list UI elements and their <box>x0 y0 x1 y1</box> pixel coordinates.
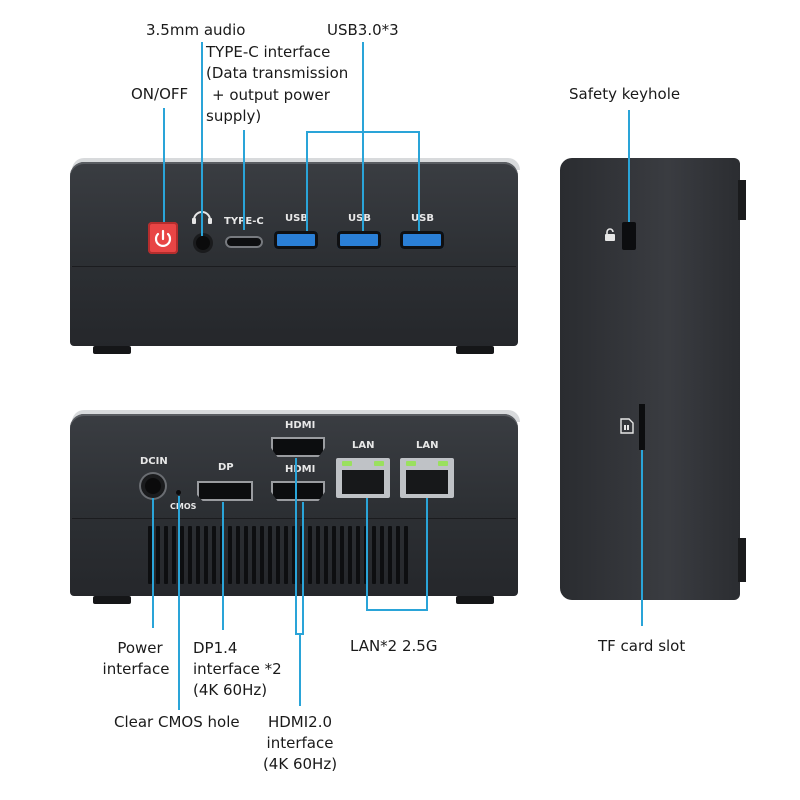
hdmi-label-line1: HDMI2.0 <box>267 713 333 731</box>
callout-line-typec <box>243 130 245 230</box>
lan-port-2[interactable] <box>400 458 454 498</box>
safety-keyhole[interactable] <box>622 222 636 250</box>
lan-port-label-2: LAN <box>416 440 439 451</box>
callout-line-usb-1 <box>306 131 308 231</box>
callout-line-hdmi-stem <box>299 634 301 706</box>
onoff-label: ON/OFF <box>131 85 189 103</box>
usb-port-label-3: USB <box>411 213 434 224</box>
audio-jack[interactable] <box>196 236 210 250</box>
hdmi-port-top[interactable] <box>271 437 325 457</box>
hdmi-port-label-top: HDMI <box>285 420 316 431</box>
callout-line-usb-2 <box>362 131 364 231</box>
callout-line-keyhole <box>628 110 630 222</box>
lan-port-label-1: LAN <box>352 440 375 451</box>
tf-card-slot[interactable] <box>639 404 645 450</box>
usb30-label: USB3.0*3 <box>327 21 399 39</box>
usb-port-1[interactable] <box>274 231 318 249</box>
callout-line-tf <box>641 450 643 626</box>
hdmi-port-label-bottom: HDMI <box>285 464 316 475</box>
callout-line-lan-2 <box>426 498 428 610</box>
typec-label-line4: supply) <box>206 107 262 125</box>
side-chassis-rail-bottom <box>738 538 746 582</box>
rear-vent <box>148 526 408 584</box>
dp-label-line3: (4K 60Hz) <box>193 681 268 699</box>
side-chassis-rail-top <box>738 180 746 220</box>
audio-label: 3.5mm audio <box>146 21 246 39</box>
rear-chassis-seam <box>72 518 516 519</box>
cmos-label: CMOS <box>170 502 197 511</box>
callout-line-usb-3 <box>418 131 420 231</box>
callout-line-usb-trunk <box>362 42 364 132</box>
front-chassis-seam <box>72 266 516 267</box>
typec-label-line2: (Data transmission <box>206 64 349 82</box>
lan-port-1[interactable] <box>336 458 390 498</box>
rear-foot-left <box>93 596 131 604</box>
usb-port-label-1: USB <box>285 213 308 224</box>
callout-line-dp <box>222 502 224 630</box>
power-icon <box>154 229 172 247</box>
power-label-line2: interface <box>102 660 170 678</box>
keyhole-label: Safety keyhole <box>569 85 681 103</box>
front-chassis <box>70 162 518 346</box>
hdmi-label-line3: (4K 60Hz) <box>262 755 338 773</box>
callout-line-lan-1 <box>366 498 368 610</box>
lock-icon <box>605 228 615 241</box>
usb-port-label-2: USB <box>348 213 371 224</box>
dp-label-line1: DP1.4 <box>193 639 238 657</box>
hdmi-label-line2: interface <box>266 734 334 752</box>
tf-label: TF card slot <box>598 637 686 655</box>
side-chassis <box>560 158 740 600</box>
lan-label: LAN*2 2.5G <box>350 637 438 655</box>
dcin-label: DCIN <box>140 456 168 467</box>
dp-port[interactable] <box>197 481 253 501</box>
callout-line-hdmi-b <box>302 502 304 634</box>
dcin-port[interactable] <box>145 478 161 494</box>
sd-card-icon <box>620 418 634 434</box>
front-foot-right <box>456 346 494 354</box>
callout-line-cmos <box>178 496 180 710</box>
callout-line-power <box>152 498 154 628</box>
callout-line-lan-bar <box>366 609 428 611</box>
callout-line-hdmi-a <box>295 458 297 634</box>
cmos-hole-label: Clear CMOS hole <box>114 713 240 731</box>
typec-label-line1: TYPE-C interface <box>206 43 331 61</box>
callout-line-onoff <box>163 108 165 222</box>
usb-port-2[interactable] <box>337 231 381 249</box>
power-button[interactable] <box>148 222 178 254</box>
typec-port[interactable] <box>225 236 263 248</box>
usb-port-3[interactable] <box>400 231 444 249</box>
hdmi-port-bottom[interactable] <box>271 481 325 501</box>
typec-label-line3: + output power <box>212 86 330 104</box>
power-label-line1: Power <box>117 639 163 657</box>
dp-port-label: DP <box>218 462 234 473</box>
callout-line-audio <box>201 42 203 236</box>
rear-foot-right <box>456 596 494 604</box>
front-foot-left <box>93 346 131 354</box>
cmos-hole[interactable] <box>176 490 181 495</box>
dp-label-line2: interface *2 <box>193 660 282 678</box>
